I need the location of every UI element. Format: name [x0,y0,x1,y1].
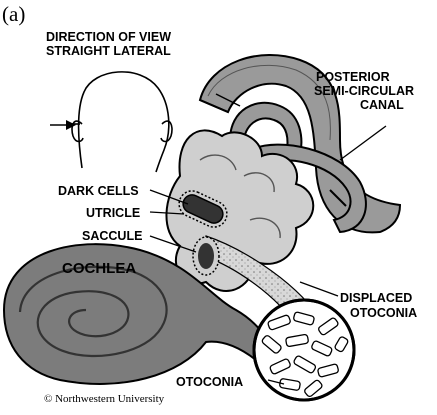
lateral-semicircular-canal [248,143,367,234]
posterior-label-line3: CANAL [360,98,404,112]
posterior-label-line2: SEMI-CIRCULAR [314,84,414,98]
dark-cells-label: DARK CELLS [58,184,139,198]
saccule [192,236,220,276]
otoconia-label: OTOCONIA [176,375,244,389]
view-direction-line1: DIRECTION OF VIEW [46,30,171,44]
view-direction-line2: STRAIGHT LATERAL [46,44,171,58]
posterior-label-line1: POSTERIOR [316,70,390,84]
utricle [178,190,228,228]
otoconia-magnifier [252,298,356,402]
panel-label: (a) [2,2,26,26]
utricle-label: UTRICLE [86,206,141,220]
saccule-label: SACCULE [82,229,143,243]
direction-arrow [50,120,76,130]
displaced-otoconia-line2: OTOCONIA [350,306,418,320]
copyright-credit: © Northwestern University [44,393,165,405]
cochlea-label: COCHLEA [62,260,137,277]
leader-lines [149,125,387,385]
head-silhouette [70,71,173,173]
displaced-otoconia-line1: DISPLACED [340,291,413,305]
